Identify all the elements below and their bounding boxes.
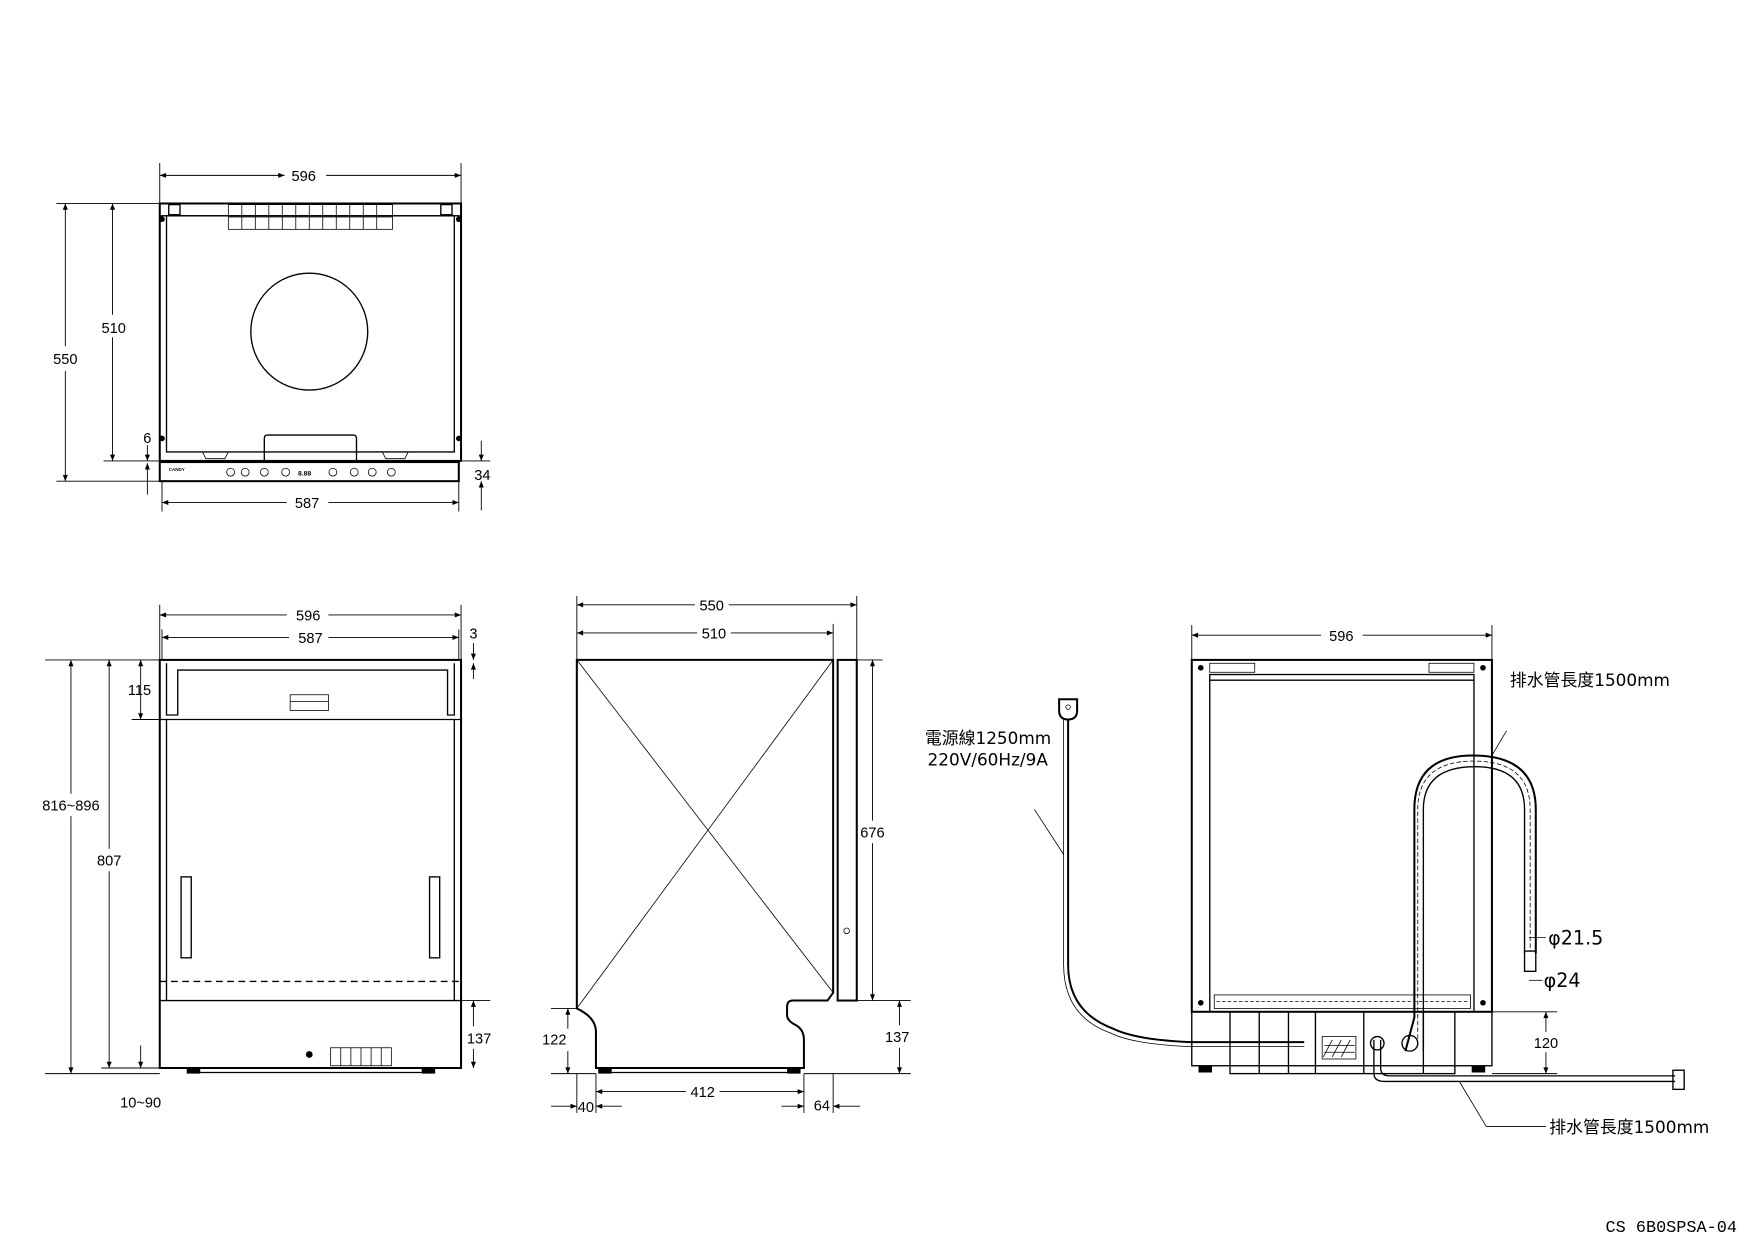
- dim-side-door-height: 676: [860, 826, 884, 842]
- dim-front-height-range: 816~896: [42, 799, 99, 815]
- top-view: CANDY 8.88 596 550 510 6 34 587: [53, 163, 491, 512]
- left-hinge: [180, 876, 192, 959]
- hose-inner-diameter: φ21.5: [1548, 926, 1603, 949]
- dim-front-top-gap: 3: [469, 627, 477, 643]
- dim-top-inner-depth: 510: [101, 321, 125, 337]
- front-view: 596 587 3 115 816~896 807 10~90 137: [42, 604, 491, 1111]
- back-view: 596 120 電源線1250mm 220V/60Hz/9A 排水管長度1500…: [925, 625, 1709, 1137]
- dim-top-gap: 6: [143, 431, 151, 447]
- dim-front-top-section: 115: [128, 683, 151, 699]
- drain-hose: [1369, 730, 1685, 1127]
- power-cord: [1034, 698, 1305, 1048]
- dim-front-plinth: 137: [467, 1031, 491, 1047]
- control-panel: CANDY 8.88: [158, 461, 460, 483]
- dim-front-width: 596: [296, 609, 320, 625]
- svg-text:8.88: 8.88: [298, 471, 311, 478]
- power-cord-spec: 220V/60Hz/9A: [928, 750, 1049, 770]
- dim-back-base-height: 120: [1534, 1036, 1558, 1052]
- dim-side-front-offset: 40: [578, 1100, 594, 1116]
- dim-side-base-height: 122: [542, 1032, 566, 1048]
- dim-front-inner-width: 587: [298, 631, 322, 647]
- dim-top-panel-height: 34: [474, 468, 490, 484]
- dim-side-rear-offset: 64: [814, 1099, 830, 1115]
- drain-hose-label-bottom: 排水管長度1500mm: [1549, 1117, 1709, 1137]
- svg-text:CANDY: CANDY: [169, 467, 185, 472]
- hose-outer-diameter: φ24: [1544, 969, 1581, 992]
- dim-top-width: 596: [291, 169, 315, 185]
- drawing-number: CS 6B0SPSA-04: [1605, 1219, 1737, 1238]
- drain-hose-label-top: 排水管長度1500mm: [1510, 670, 1670, 690]
- top-vent-grille: [227, 204, 393, 230]
- dim-side-body-depth: 510: [702, 627, 726, 643]
- dim-side-depth: 550: [700, 598, 724, 614]
- dim-front-body-height: 807: [97, 854, 121, 870]
- dim-back-width: 596: [1329, 629, 1353, 645]
- right-hinge: [428, 876, 441, 959]
- dim-top-depth: 550: [53, 352, 77, 368]
- side-view: 550 510 676 137 122 412 40 64: [542, 595, 911, 1116]
- dim-side-foot-span: 412: [691, 1085, 715, 1101]
- door-profile: [836, 658, 858, 1002]
- spray-arm-circle: [250, 272, 369, 391]
- dim-top-panel-width: 587: [295, 496, 319, 512]
- power-plug-icon: [1058, 698, 1079, 721]
- dim-side-plinth: 137: [885, 1030, 909, 1046]
- power-cord-label: 電源線1250mm: [925, 728, 1051, 748]
- dim-front-foot-range: 10~90: [120, 1095, 161, 1111]
